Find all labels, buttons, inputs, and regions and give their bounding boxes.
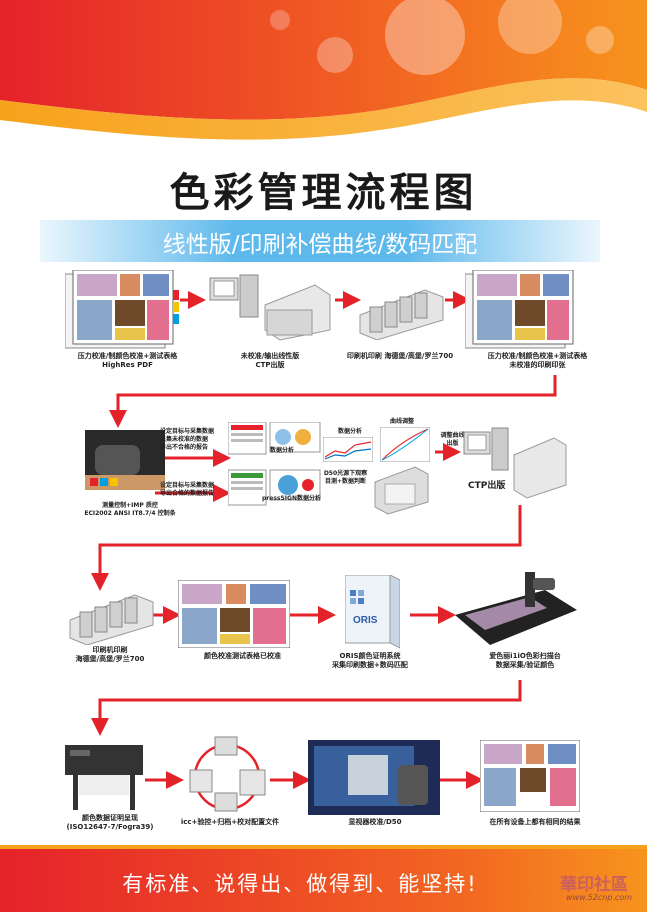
data-chart-icon <box>323 437 373 462</box>
step2-line1: 未校准/输出线性版 <box>240 352 300 360</box>
step6a-line2: 采集未校准的数据 <box>160 436 209 443</box>
spectrophotometer-image <box>85 430 165 490</box>
oris-box-image: ORIS <box>345 575 400 649</box>
step20-label: 显视器校准/D50 <box>348 818 402 826</box>
subtitle-band <box>40 220 600 262</box>
step21-label: 在所有设备上都有相同的结果 <box>489 818 581 826</box>
step16-line1: ORIS颜色证明系统 <box>339 652 401 660</box>
step6b-caption: 设定目标与采集数据 导出合格的数据报告 <box>160 482 235 498</box>
slogan: 有标准、说得出、做得到、能坚持! <box>122 872 478 896</box>
step13-label: CTP出版 <box>468 481 506 491</box>
consistent-results-image <box>480 740 580 812</box>
step7-label: 数据分析 <box>270 447 295 454</box>
step9-label: 曲线调整 <box>390 418 415 425</box>
ctp-output-image <box>463 427 567 499</box>
footer-band <box>0 845 647 912</box>
step18-caption: 颜色数据证明呈现 (ISO12647-7/Fogra39) <box>55 814 165 832</box>
printed-sheet-image <box>465 270 574 349</box>
step6a-caption: 设定目标与采集数据 采集未校准的数据 导出不合格的报告 <box>160 428 235 452</box>
step10-line2: 出版 <box>446 440 459 447</box>
watermark-url: www.52cnp.com <box>566 893 633 902</box>
step18-line2: (ISO12647-7/Fogra39) <box>66 823 154 831</box>
step5-line1: 测量控制+IMP 质控 <box>102 502 158 509</box>
step19-label: icc+验控+归档+校对配置文件 <box>180 818 280 826</box>
step1-line1: 压力校准/制颜色校准+测试表格 <box>77 352 178 360</box>
viewing-booth-image <box>374 466 429 515</box>
step4-line2: 未校准的印刷印张 <box>509 361 566 369</box>
step2-line2: CTP出版 <box>255 361 285 369</box>
step6a-line3: 导出不合格的报告 <box>160 444 209 451</box>
watermark-logo: 華印社區 <box>560 875 628 895</box>
ctp-machine-image <box>209 274 331 341</box>
i1io-scanner-image <box>455 572 577 645</box>
step3-caption: 印刷机印刷 海德堡/高堡/罗兰700 <box>340 352 460 361</box>
press-image <box>359 289 444 340</box>
step5-line2: ECI2002 ANSI IT8.7/4 控制条 <box>84 510 176 517</box>
step10-caption: 调整曲线 出版 <box>435 432 470 448</box>
step14-line2: 海德堡/高堡/罗兰700 <box>75 655 145 663</box>
calibrated-chart-image <box>178 580 290 648</box>
step18-line1: 颜色数据证明呈现 <box>82 814 138 822</box>
step10-line1: 调整曲线 <box>440 432 465 439</box>
step12-label: pressSIGN数据分析 <box>262 495 321 502</box>
monitor-calibration-image <box>308 740 440 815</box>
proof-printer-image <box>65 745 143 810</box>
step11-line2: 目测+数据判断 <box>324 478 367 485</box>
step15-label: 颜色校准测试表格已校准 <box>204 652 281 660</box>
step6b-line2: 导出合格的数据报告 <box>160 490 215 497</box>
step4-line1: 压力校准/制颜色校准+测试表格 <box>487 352 588 360</box>
step16-caption: ORIS颜色证明系统 采集印刷数据+数码匹配 <box>320 652 420 670</box>
step8-label: 数据分析 <box>338 428 363 435</box>
page-title: 色彩管理流程图 <box>169 170 478 216</box>
step4-caption: 压力校准/制颜色校准+测试表格 未校准的印刷印张 <box>470 352 605 370</box>
step14-caption: 印刷机印刷 海德堡/高堡/罗兰700 <box>55 646 165 664</box>
press-image-2 <box>69 594 154 645</box>
report-thumbnails <box>228 422 321 506</box>
curve-adjust-icon <box>380 427 430 462</box>
step11-caption: D50光源下观察 目测+数据判断 <box>318 470 373 486</box>
step17-line2: 数据采集/验证颜色 <box>495 661 555 669</box>
step5-caption: 测量控制+IMP 质控 ECI2002 ANSI IT8.7/4 控制条 <box>75 502 185 518</box>
step17-caption: 爱色丽i1iO色彩扫描台 数据采集/验证颜色 <box>470 652 580 670</box>
step6a-line1: 设定目标与采集数据 <box>160 428 215 435</box>
header-decoration <box>0 0 647 160</box>
icc-workflow-image <box>189 736 266 812</box>
page-subtitle: 线性版/印刷补偿曲线/数码匹配 <box>162 232 478 258</box>
step16-line2: 采集印刷数据+数码匹配 <box>332 661 408 669</box>
step1-line2: HighRes PDF <box>102 361 153 369</box>
step6b-line1: 设定目标与采集数据 <box>160 482 215 489</box>
test-chart-image <box>65 270 179 349</box>
oris-logo: ORIS <box>353 615 378 626</box>
step17-line1: 爱色丽i1iO色彩扫描台 <box>489 652 561 660</box>
step11-line1: D50光源下观察 <box>323 470 368 477</box>
step3-line1: 印刷机印刷 海德堡/高堡/罗兰700 <box>346 352 454 360</box>
step1-caption: 压力校准/制颜色校准+测试表格 HighRes PDF <box>60 352 195 370</box>
step14-line1: 印刷机印刷 <box>92 646 128 654</box>
step2-caption: 未校准/输出线性版 CTP出版 <box>205 352 335 370</box>
